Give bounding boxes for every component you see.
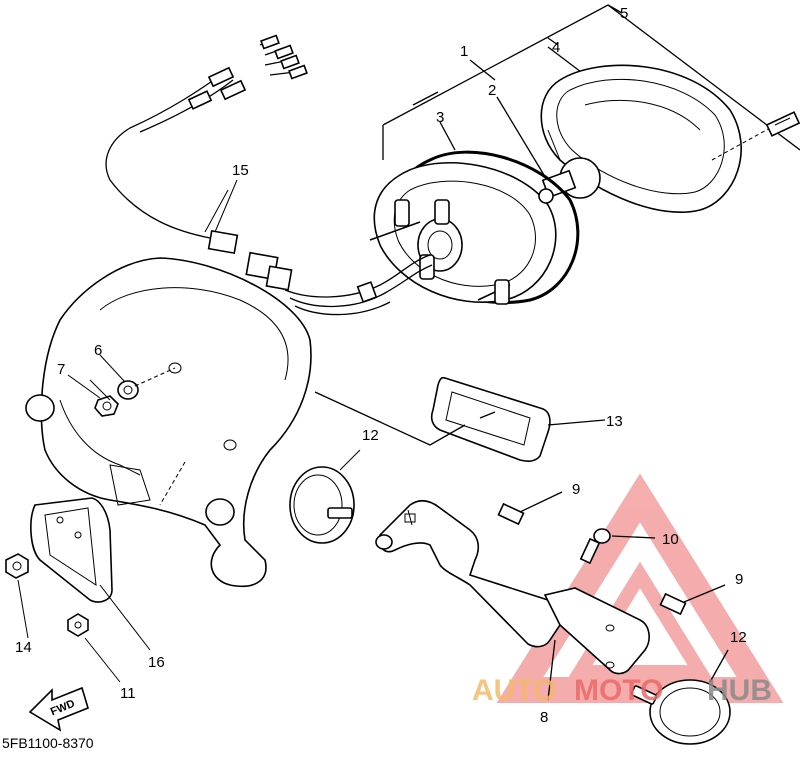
watermark-text: AUTO MOTO HUB xyxy=(472,674,772,707)
callout-8: 8 xyxy=(540,709,548,726)
nut-14 xyxy=(5,553,29,579)
callout-7: 7 xyxy=(57,361,65,378)
callout-5: 5 xyxy=(620,5,628,22)
license-bracket xyxy=(30,497,113,603)
callout-2: 2 xyxy=(488,82,496,99)
license-lamp xyxy=(314,376,606,462)
clip-lower xyxy=(659,584,726,616)
drawing-code: 5FB1100-8370 xyxy=(2,735,94,751)
side-bracket xyxy=(375,499,650,701)
screw-10 xyxy=(579,528,656,565)
callout-12-lower: 12 xyxy=(730,629,747,646)
watermark-hub: HUB xyxy=(707,674,772,707)
tail-housing xyxy=(369,150,580,305)
clip-upper xyxy=(497,491,563,526)
callout-9-upper: 9 xyxy=(572,481,580,498)
reflector-right xyxy=(630,649,731,745)
nut-11 xyxy=(67,613,89,637)
rear-fender xyxy=(25,257,312,587)
callout-6: 6 xyxy=(94,342,102,359)
callout-1: 1 xyxy=(460,43,468,60)
watermark-auto: AUTO xyxy=(472,674,556,707)
callout-14: 14 xyxy=(15,639,32,656)
reflector-left xyxy=(289,449,361,544)
callout-labels: 1 2 3 4 5 6 7 8 9 9 10 11 12 12 13 14 15… xyxy=(15,5,747,726)
lens-screw xyxy=(711,111,800,161)
fwd-arrow: FWD xyxy=(28,686,89,732)
callout-9-lower: 9 xyxy=(735,571,743,588)
callout-11: 11 xyxy=(120,685,136,702)
assembly-bracket-lines xyxy=(382,4,800,186)
callout-4: 4 xyxy=(552,39,560,56)
wire-harness xyxy=(105,34,433,316)
callout-12-upper: 12 xyxy=(362,427,379,444)
washer-and-nut xyxy=(89,367,176,417)
callout-15: 15 xyxy=(232,162,249,179)
leader-lines xyxy=(17,179,238,683)
callout-3: 3 xyxy=(436,109,444,126)
watermark-moto: MOTO xyxy=(574,674,663,707)
callout-13: 13 xyxy=(606,413,623,430)
callout-16: 16 xyxy=(148,654,165,671)
callout-10: 10 xyxy=(662,531,679,548)
